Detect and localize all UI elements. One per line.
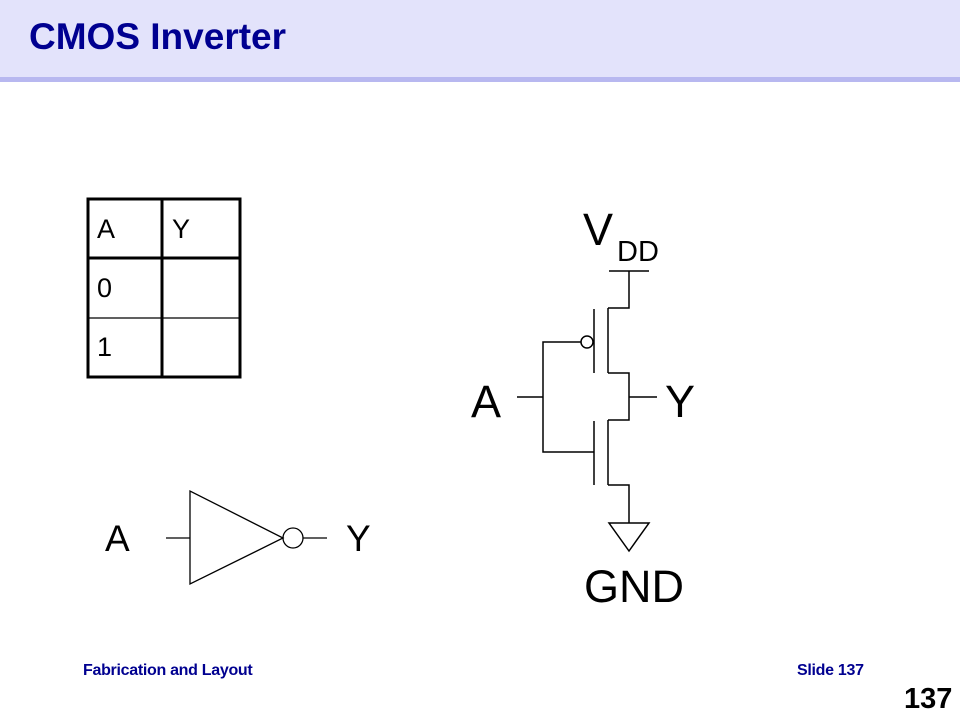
vdd-subscript: DD	[617, 236, 659, 268]
title-bar	[0, 0, 960, 77]
footer-course-title: Fabrication and Layout	[83, 662, 253, 679]
truth-table-cell: 0	[97, 273, 112, 303]
title-bar-stripe	[0, 77, 960, 82]
schematic-output-label: Y	[665, 376, 695, 427]
truth-table-cell: 1	[97, 332, 112, 362]
truth-table-header-a: A	[97, 214, 115, 244]
inverter-gate-symbol	[166, 489, 327, 586]
pmos-bubble-icon	[580, 335, 594, 349]
inverter-input-label: A	[105, 518, 130, 559]
gnd-label: GND	[584, 561, 684, 612]
inversion-bubble-icon	[282, 527, 304, 549]
cmos-schematic	[517, 270, 657, 553]
inverter-output-label: Y	[346, 518, 371, 559]
footer-slide-label: Slide 137	[797, 662, 864, 679]
slide-title: CMOS Inverter	[29, 16, 287, 57]
schematic-input-label: A	[471, 376, 501, 427]
vdd-label: V	[583, 204, 613, 255]
truth-table	[86, 197, 242, 379]
page-number: 137	[904, 683, 953, 715]
truth-table-header-y: Y	[172, 214, 190, 244]
ground-icon	[607, 522, 651, 553]
